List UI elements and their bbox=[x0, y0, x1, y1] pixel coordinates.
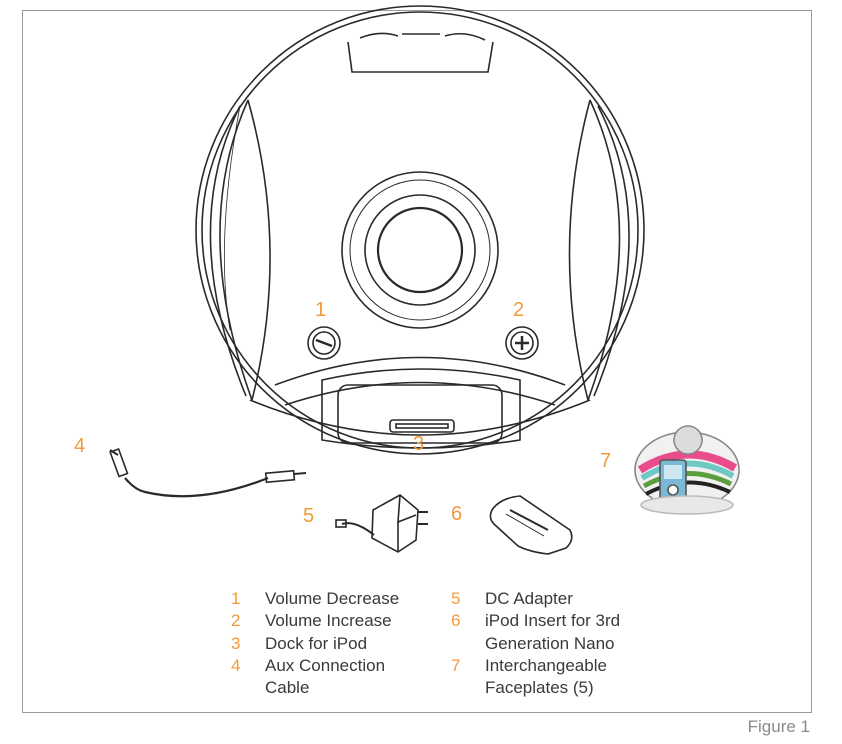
legend-number: 3 bbox=[231, 633, 241, 653]
figure-caption: Figure 1 bbox=[747, 717, 810, 736]
legend-item: 5 DC Adapter bbox=[451, 588, 620, 610]
legend-left: 1 Volume Decrease 2 Volume Increase 3 Do… bbox=[231, 588, 399, 699]
legend-number: 7 bbox=[451, 655, 461, 675]
legend-text: Volume Increase bbox=[265, 611, 392, 631]
legend-text: DC Adapter bbox=[485, 589, 573, 608]
speaker-dock bbox=[195, 5, 645, 455]
faceplates-image bbox=[634, 425, 740, 515]
legend-text: Interchangeable bbox=[485, 655, 607, 675]
callout-4: 4 bbox=[74, 435, 86, 457]
legend-item-continued: Cable bbox=[231, 677, 399, 699]
legend-number: 1 bbox=[231, 589, 241, 608]
legend-text: Generation Nano bbox=[485, 633, 615, 653]
legend-text: Faceplates (5) bbox=[485, 678, 594, 698]
legend-right: 5 DC Adapter 6 iPod Insert for 3rd Gener… bbox=[451, 588, 620, 699]
callout-3: 3 bbox=[413, 433, 425, 455]
aux-cable bbox=[109, 447, 307, 498]
legend-number: 2 bbox=[231, 611, 241, 631]
legend-number: 5 bbox=[451, 589, 461, 608]
legend-number: 6 bbox=[451, 611, 461, 631]
callout-1: 1 bbox=[315, 299, 327, 321]
figure-frame bbox=[22, 10, 812, 713]
dc-adapter bbox=[335, 494, 428, 553]
callout-5: 5 bbox=[303, 505, 315, 527]
legend-item: 2 Volume Increase bbox=[231, 610, 399, 632]
legend-text: Dock for iPod bbox=[265, 633, 368, 653]
legend-item: 7 Interchangeable bbox=[451, 655, 620, 677]
callout-2: 2 bbox=[513, 299, 525, 321]
legend-number: 4 bbox=[231, 655, 241, 675]
legend-item-continued: Generation Nano bbox=[451, 633, 620, 655]
legend-item: 6 iPod Insert for 3rd bbox=[451, 610, 620, 632]
legend-text: Aux Connection bbox=[265, 655, 386, 675]
legend-text: Cable bbox=[265, 678, 310, 698]
legend-text: Volume Decrease bbox=[265, 589, 400, 608]
callout-7: 7 bbox=[600, 450, 612, 472]
legend-text: iPod Insert for 3rd bbox=[485, 611, 621, 631]
legend-item: 3 Dock for iPod bbox=[231, 633, 399, 655]
callout-6: 6 bbox=[451, 503, 463, 525]
ipod-insert bbox=[489, 495, 573, 555]
legend-item: 4 Aux Connection bbox=[231, 655, 399, 677]
legend-item: 1 Volume Decrease bbox=[231, 588, 399, 610]
legend-item-continued: Faceplates (5) bbox=[451, 677, 620, 699]
